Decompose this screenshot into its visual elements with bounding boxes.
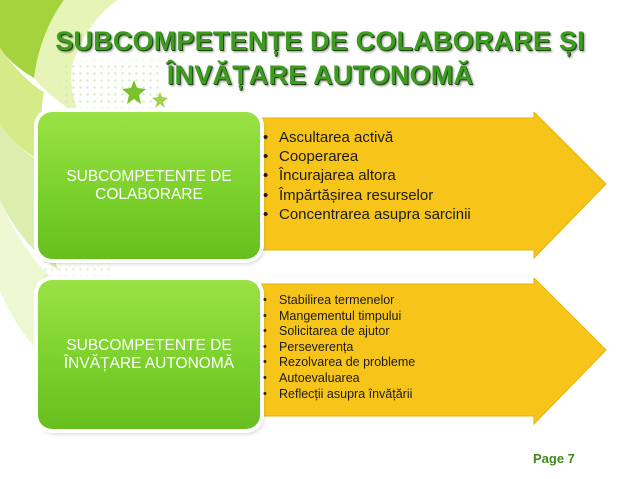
slide-title: SUBCOMPETENȚE DE COLABORARE ȘI ÎNVĂȚARE … (55, 26, 585, 90)
collaboration-label: SUBCOMPETENTE DE COLABORARE (66, 167, 232, 203)
list-item: Rezolvarea de probleme (262, 355, 415, 371)
list-item: Mangementul timpului (262, 309, 415, 325)
list-item: Împărtășirea resurselor (262, 186, 471, 205)
autonomous-learning-label: SUBCOMPETENTE DE ÎNVĂȚARE AUTONOMĂ (63, 336, 235, 372)
list-item: Încurajarea altora (262, 166, 471, 185)
list-item: Concentrarea asupra sarcinii (262, 205, 471, 224)
list-item: Cooperarea (262, 147, 471, 166)
list-item: Ascultarea activă (262, 128, 471, 147)
autonomous-learning-label-box: SUBCOMPETENTE DE ÎNVĂȚARE AUTONOMĂ (38, 280, 260, 429)
list-item: Perseverența (262, 340, 415, 356)
collaboration-label-box: SUBCOMPETENTE DE COLABORARE (38, 112, 260, 259)
list-item: Solicitarea de ajutor (262, 324, 415, 340)
list-item: Autoevaluarea (262, 371, 415, 387)
collaboration-list: Ascultarea activă Cooperarea Încurajarea… (262, 128, 471, 224)
page-number: Page 7 (533, 451, 575, 466)
list-item: Reflecții asupra învățării (262, 387, 415, 403)
list-item: Stabilirea termenelor (262, 293, 415, 309)
autonomous-learning-list: Stabilirea termenelor Mangementul timpul… (262, 293, 415, 402)
